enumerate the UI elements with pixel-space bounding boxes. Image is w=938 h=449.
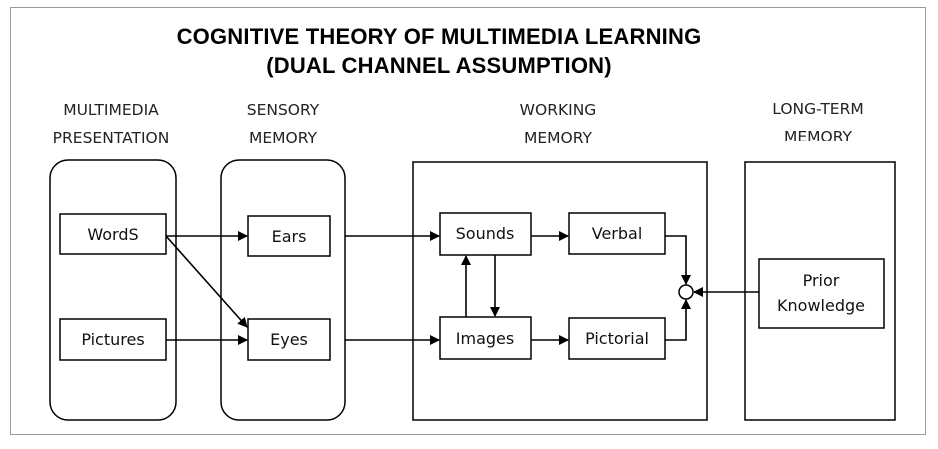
- longterm-container: [744, 161, 896, 421]
- node-pictorial-label: Pictorial: [585, 329, 649, 348]
- column-label-longterm-line2: MEMORY: [784, 128, 852, 141]
- sensory-container: [220, 159, 346, 421]
- diagram-title-line2: (DUAL CHANNEL ASSUMPTION): [266, 53, 612, 78]
- diagram-title-line1: COGNITIVE THEORY OF MULTIMEDIA LEARNING: [176, 24, 702, 49]
- node-ears: Ears: [247, 215, 331, 257]
- node-words: WordS: [59, 213, 167, 255]
- column-label-working-line2: MEMORY: [524, 129, 592, 147]
- node-prior-knowledge: Prior Knowledge: [758, 258, 885, 329]
- arrow-words-to-eyes: [165, 235, 248, 328]
- working-container: [412, 161, 708, 421]
- column-label-longterm-line1: LONG-TERM: [772, 100, 864, 118]
- node-prior-label-line2: Knowledge: [777, 296, 865, 315]
- column-label-working-line1: WORKING: [519, 101, 597, 119]
- multimedia-container: [49, 159, 177, 421]
- column-label-multimedia-line1: MULTIMEDIA: [63, 101, 159, 119]
- diagram-frame: [10, 7, 926, 435]
- node-images: Images: [439, 316, 532, 360]
- node-prior-label-line1: Prior: [803, 271, 840, 290]
- arrow-verbal-to-junction: [665, 235, 691, 285]
- node-sounds: Sounds: [439, 212, 532, 256]
- arrow-pictorial-to-junction: [665, 299, 691, 341]
- column-label-multimedia: MULTIMEDIA PRESENTATION: [40, 96, 182, 152]
- node-pictorial: Pictorial: [568, 317, 666, 360]
- node-images-label: Images: [456, 329, 514, 348]
- node-ears-label: Ears: [272, 227, 307, 246]
- integration-junction: [678, 284, 694, 300]
- column-label-longterm: LONG-TERM MEMORY: [748, 95, 888, 141]
- node-sounds-label: Sounds: [456, 224, 515, 243]
- column-label-multimedia-line2: PRESENTATION: [52, 129, 170, 147]
- column-label-working: WORKING MEMORY: [478, 96, 638, 148]
- node-verbal-label: Verbal: [592, 224, 643, 243]
- column-label-sensory-line2: MEMORY: [249, 129, 317, 147]
- node-eyes: Eyes: [247, 318, 331, 361]
- node-pictures-label: Pictures: [81, 330, 144, 349]
- node-pictures: Pictures: [59, 318, 167, 361]
- column-label-sensory-line1: SENSORY: [246, 101, 320, 119]
- node-words-label: WordS: [87, 225, 138, 244]
- node-eyes-label: Eyes: [270, 330, 308, 349]
- column-label-sensory: SENSORY MEMORY: [218, 96, 348, 148]
- node-verbal: Verbal: [568, 212, 666, 255]
